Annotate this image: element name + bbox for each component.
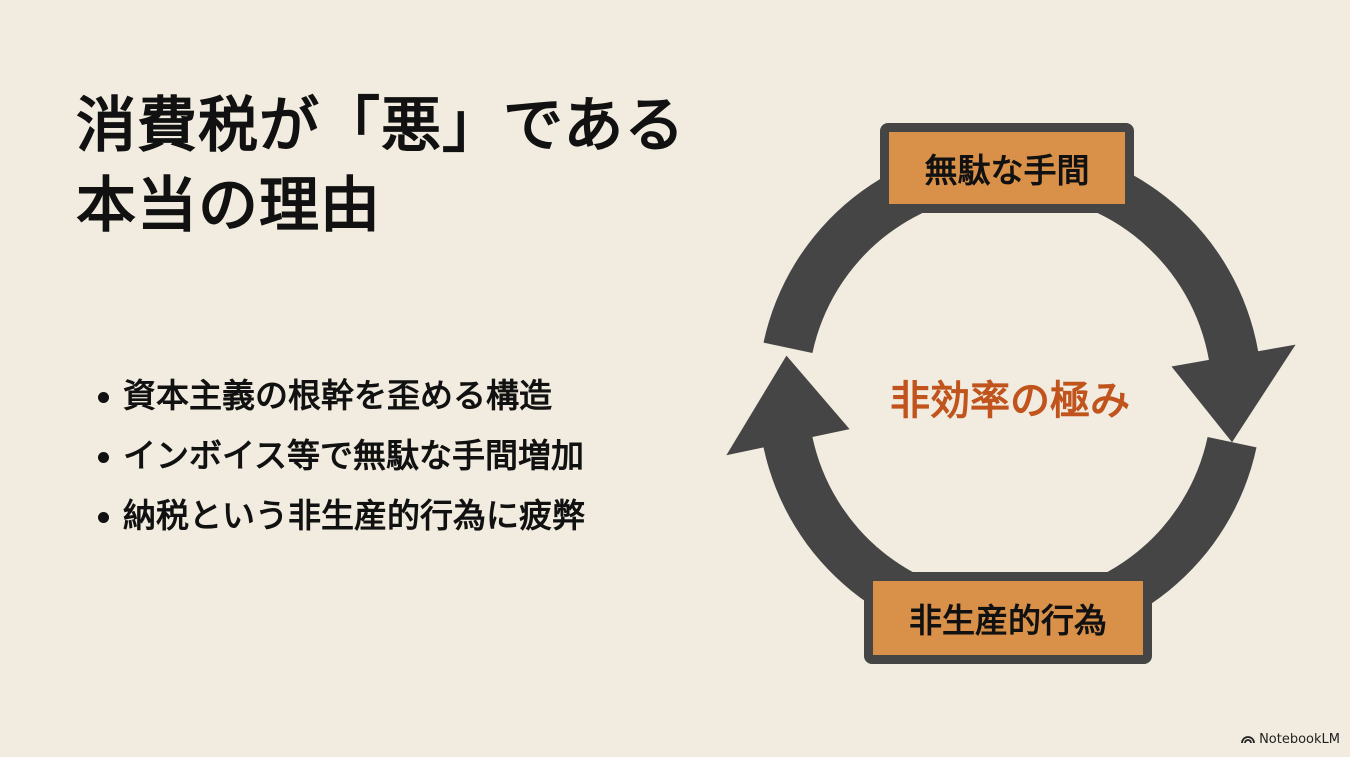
notebooklm-logo-icon [1241,732,1255,747]
node-label: 非生産的行為 [909,601,1107,640]
cycle-arrow-upper [763,142,1296,443]
bullet-dot-icon [98,392,109,403]
node-label: 無駄な手間 [924,151,1090,190]
bullet-item: 資本主義の根幹を歪める構造 [98,366,585,426]
bullet-list: 資本主義の根幹を歪める構造 インボイス等で無駄な手間増加 納税という非生産的行為… [98,366,585,546]
bullet-text: インボイス等で無駄な手間増加 [123,436,585,475]
watermark-text: NotebookLM [1259,732,1340,747]
bullet-text: 納税という非生産的行為に疲弊 [123,496,585,535]
watermark: NotebookLM [1241,732,1340,747]
bullet-dot-icon [98,512,109,523]
bullet-item: インボイス等で無駄な手間増加 [98,426,585,486]
bullet-item: 納税という非生産的行為に疲弊 [98,486,585,546]
cycle-center-label: 非効率の極み [890,378,1130,424]
bullet-dot-icon [98,452,109,463]
bullet-text: 資本主義の根幹を歪める構造 [123,376,552,415]
title-line-1: 消費税が「悪」である [76,91,686,161]
slide-title: 消費税が「悪」である 本当の理由 [76,86,685,246]
cycle-node-unproductive-act: 非生産的行為 [864,572,1152,664]
cycle-node-wasted-effort: 無駄な手間 [880,123,1134,213]
title-line-2: 本当の理由 [76,171,381,241]
